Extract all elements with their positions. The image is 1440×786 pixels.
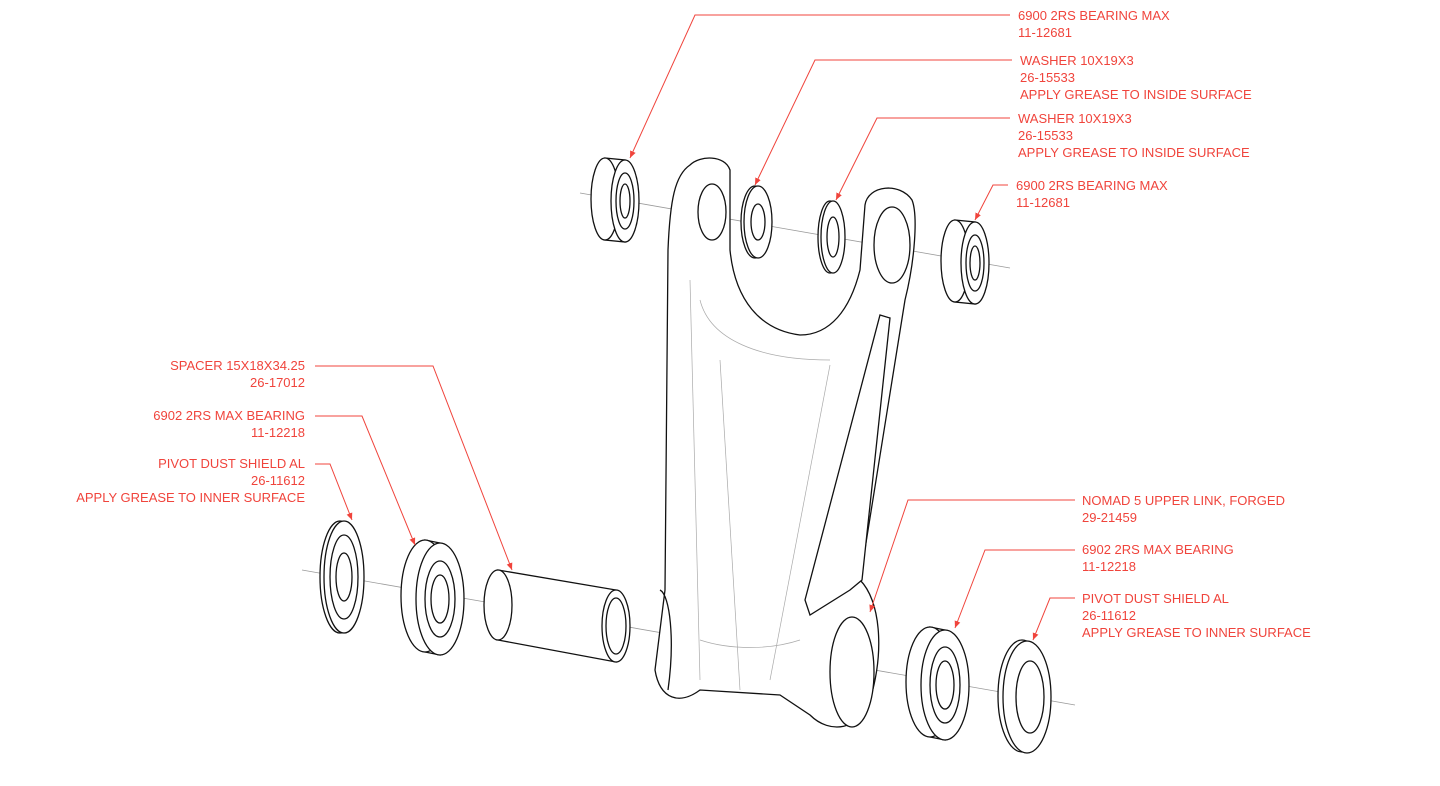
callout-line: WASHER 10X19X3	[1020, 53, 1134, 68]
callout-dust-shield-right: PIVOT DUST SHIELD AL 26-11612 APPLY GREA…	[1082, 590, 1311, 641]
leader-bearing-bottom-right	[954, 549, 1075, 629]
spacer-part	[483, 569, 631, 663]
leader-bearing-top-left	[629, 14, 1010, 159]
bearing-top-right-part	[940, 219, 990, 305]
callout-line: 6900 2RS BEARING MAX	[1016, 178, 1168, 193]
callout-line: APPLY GREASE TO INNER SURFACE	[76, 490, 305, 505]
callout-bearing-top-right: 6900 2RS BEARING MAX 11-12681	[1016, 177, 1168, 211]
leader-spacer	[315, 365, 513, 571]
callout-bearing-top-left: 6900 2RS BEARING MAX 11-12681	[1018, 7, 1170, 41]
callout-line: 11-12681	[1018, 25, 1072, 40]
callout-line: 29-21459	[1082, 510, 1137, 525]
callout-dust-shield-left: PIVOT DUST SHIELD AL 26-11612 APPLY GREA…	[76, 455, 305, 506]
callout-line: WASHER 10X19X3	[1018, 111, 1132, 126]
callout-bearing-bottom-right: 6902 2RS MAX BEARING 11-12218	[1082, 541, 1234, 575]
callout-line: 11-12218	[251, 425, 305, 440]
dust-shield-left-part	[319, 520, 365, 634]
callout-washer-2: WASHER 10X19X3 26-15533 APPLY GREASE TO …	[1018, 110, 1250, 161]
callout-line: NOMAD 5 UPPER LINK, FORGED	[1082, 493, 1285, 508]
top-axis-line	[579, 192, 1011, 269]
leader-upper-link	[869, 499, 1075, 613]
callout-line: SPACER 15X18X34.25	[170, 358, 305, 373]
callout-line: 26-15533	[1018, 128, 1073, 143]
callout-line: 6902 2RS MAX BEARING	[153, 408, 305, 423]
callout-line: 6902 2RS MAX BEARING	[1082, 542, 1234, 557]
callout-line: APPLY GREASE TO INSIDE SURFACE	[1020, 87, 1252, 102]
callout-washer-1: WASHER 10X19X3 26-15533 APPLY GREASE TO …	[1020, 52, 1252, 103]
washer-2-part	[817, 200, 846, 274]
callout-line: 26-11612	[1082, 608, 1136, 623]
bearing-top-left-part	[590, 157, 640, 243]
callout-line: 26-17012	[250, 375, 305, 390]
callout-line: APPLY GREASE TO INNER SURFACE	[1082, 625, 1311, 640]
leader-bearing-bottom-left	[315, 415, 416, 546]
washer-1-part	[740, 185, 773, 259]
callout-line: 11-12218	[1082, 559, 1136, 574]
leader-dust-shield-left	[315, 463, 353, 521]
callout-line: PIVOT DUST SHIELD AL	[158, 456, 305, 471]
callout-bearing-bottom-left: 6902 2RS MAX BEARING 11-12218	[153, 407, 305, 441]
callout-line: 26-15533	[1020, 70, 1075, 85]
leader-washer-1	[754, 59, 1012, 186]
callout-upper-link: NOMAD 5 UPPER LINK, FORGED 29-21459	[1082, 492, 1285, 526]
leader-bearing-top-right	[974, 184, 1008, 221]
leader-washer-2	[835, 117, 1010, 201]
callout-line: APPLY GREASE TO INSIDE SURFACE	[1018, 145, 1250, 160]
upper-link-part	[654, 157, 916, 728]
leader-dust-shield-right	[1032, 597, 1075, 641]
dust-shield-right-part	[997, 639, 1052, 754]
callout-line: 11-12681	[1016, 195, 1070, 210]
callout-line: PIVOT DUST SHIELD AL	[1082, 591, 1229, 606]
callout-spacer: SPACER 15X18X34.25 26-17012	[170, 357, 305, 391]
bearing-bottom-left-part	[400, 539, 465, 656]
bearing-bottom-right-part	[905, 626, 970, 741]
callout-line: 26-11612	[251, 473, 305, 488]
callout-line: 6900 2RS BEARING MAX	[1018, 8, 1170, 23]
